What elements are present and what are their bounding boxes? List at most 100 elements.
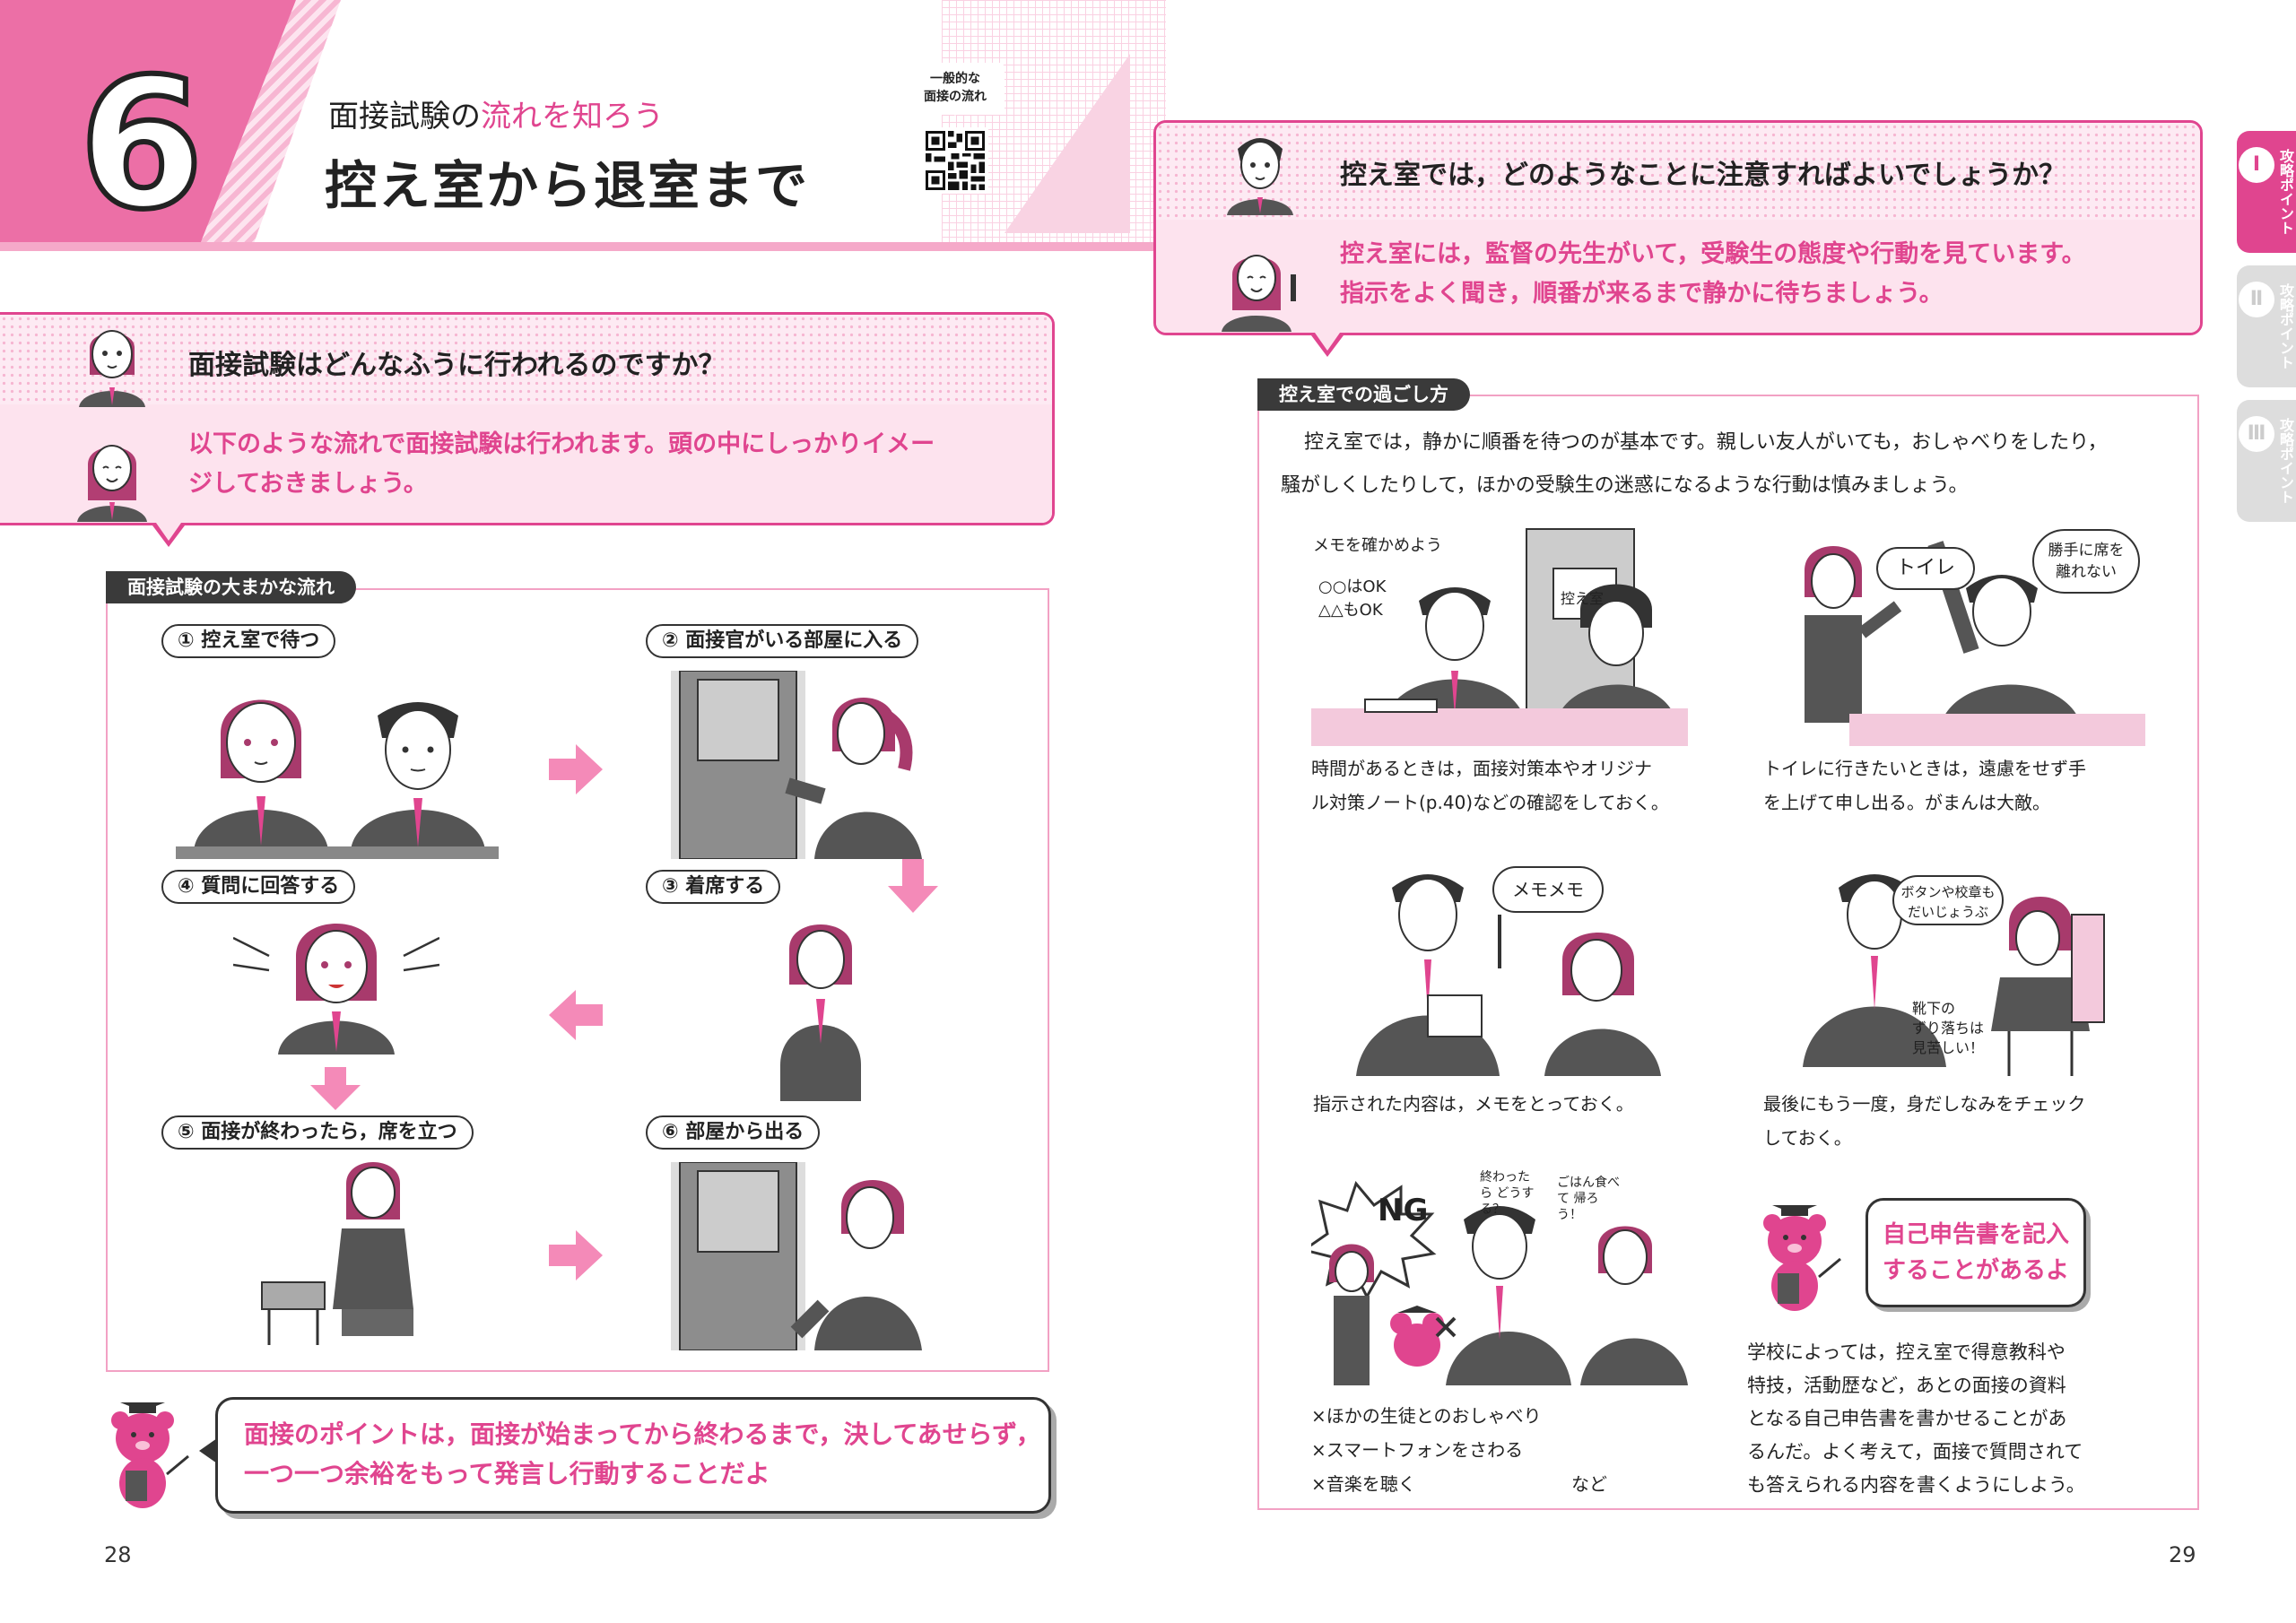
right-answer-row (1156, 220, 2200, 333)
scene2-bubble2: 勝手に席を離れない (2032, 529, 2140, 594)
subtitle-pink: 流れを知ろう (481, 99, 664, 135)
answering-student-illustration (232, 911, 440, 1058)
qr-label-line2: 面接の流れ (924, 90, 987, 104)
scene1-memo1: ○○はOK (1318, 577, 1387, 596)
left-tip-tail (199, 1438, 217, 1463)
student-girl-avatar-icon (72, 314, 152, 411)
tab-point-3-label: 攻略ポイント (2277, 418, 2294, 504)
right-question-text: 控え室では，どのようなことに注意すればよいでしょうか？ (1340, 160, 2066, 191)
scene2-cap1: トイレに行きたいときは，遠慮をせず手 (1763, 758, 2086, 779)
scene1-door-sign: 控え室 (1561, 590, 1605, 607)
page-number-right: 29 (2169, 1542, 2196, 1567)
waiting-intro-line2: 騒がしくしたりして，ほかの受験生の迷惑になるような行動は慎みましょう。 (1281, 474, 1969, 497)
left-answer-line2: ジしておきましょう。 (188, 470, 428, 498)
chapter-number: 6 (76, 40, 206, 249)
tab-point-3-roman: Ⅲ (2239, 416, 2274, 452)
arrow-down-icon (310, 1067, 361, 1114)
left-tip-text: 面接のポイントは，面接が始まってから終わるまで，決してあせらず，一つ一つ余裕をも… (244, 1415, 1041, 1494)
scene2-bubble2-line2: 離れない (2056, 563, 2117, 581)
waiting-intro-line1: 控え室では，静かに順番を待つのが基本です。親しい友人がいても，おしゃべりをしたり… (1304, 431, 2108, 454)
right-answer-line1: 控え室には，監督の先生がいて，受験生の態度や行動を見ています。 (1340, 240, 2086, 268)
arrow-left-icon (549, 990, 603, 1044)
ng-item-music: ×音楽を聴く (1311, 1473, 1416, 1495)
flow-section-label: 面接試験の大まかな流れ (106, 571, 356, 603)
tab-point-1-roman: Ⅰ (2239, 147, 2274, 183)
left-qa-tail (152, 523, 185, 547)
scene4-cap2: しておく。 (1763, 1127, 1852, 1149)
left-answer-line1: 以下のような流れで面接試験は行われます。頭の中にしっかりイメー (188, 430, 935, 458)
note-line-2: 特技，活動歴など，あとの面接の資料 (1747, 1375, 2066, 1396)
tab-point-1-label: 攻略ポイント (2277, 149, 2294, 235)
scene2-caption: トイレに行きたいときは，遠慮をせず手を上げて申し出る。がまんは大敵。 (1763, 751, 2086, 820)
scene1-caption: 時間があるときは，面接対策本やオリジナル対策ノート(p.40)などの確認をしてお… (1311, 751, 1669, 820)
scene5-ng-list: ×ほかの生徒とのおしゃべり ×スマートフォンをさわる ×音楽を聴く (1311, 1399, 1542, 1501)
left-answer-row (0, 404, 1052, 523)
chapter-subtitle: 面接試験の流れを知ろう (328, 91, 664, 135)
note-bubble-line1: 自己申告書を記入 (1882, 1221, 2069, 1248)
scene3-bubble: メモメモ (1492, 866, 1604, 913)
note-line-5: も答えられる内容を書くようにしよう。 (1747, 1474, 2085, 1496)
exit-room-illustration (671, 1161, 940, 1354)
bear-mascot-icon (1745, 1198, 1844, 1318)
left-tip-line2: 一つ一つ余裕をもって発言し行動することだよ (244, 1459, 770, 1488)
scene1-cap2: ル対策ノート(p.40)などの確認をしておく。 (1311, 792, 1669, 813)
note-text: 学校によっては，控え室で得意教科や 特技，活動歴など，あとの面接の資料 となる自… (1747, 1336, 2085, 1502)
left-tip-box (215, 1397, 1051, 1514)
waiting-intro: 控え室では，静かに順番を待つのが基本です。親しい友人がいても，おしゃべりをしたり… (1281, 421, 2187, 508)
chapter-header: 6 面接試験の流れを知ろう 控え室から退室まで 一般的な面接の流れ (0, 0, 1166, 251)
scene4-bubble: ボタンや校章もだいじょうぶ (1892, 875, 2004, 925)
waiting-frame (1257, 395, 2199, 1510)
flow-step-5: ⑤ 面接が終わったら，席を立つ (161, 1115, 474, 1150)
scene4-note: 靴下のずり落ちは見苦しい！ (1912, 999, 1984, 1058)
qr-label: 一般的な面接の流れ (906, 63, 1004, 116)
note-line-1: 学校によっては，控え室で得意教科や (1747, 1341, 2066, 1363)
teacher-woman-avatar-icon (1216, 239, 1306, 335)
flow-step-2: ② 面接官がいる部屋に入る (646, 624, 919, 658)
left-qa-box (0, 312, 1055, 525)
scene-checking-illustration (1803, 861, 2108, 1080)
scene1-memo: ○○はOK △△もOK (1318, 576, 1386, 622)
scene1-bubble: メモを確かめよう (1313, 536, 1442, 555)
scene1-cap1: 時間があるときは，面接対策本やオリジナ (1311, 758, 1652, 779)
note-bubble-line2: することがあるよ (1882, 1257, 2069, 1284)
scene2-bubble2-line1: 勝手に席を (2048, 542, 2125, 560)
subtitle-plain: 面接試験の (328, 99, 481, 135)
left-answer-text: 以下のような流れで面接試験は行われます。頭の中にしっかりイメージしておきましょう… (188, 425, 1040, 504)
qr-code-icon[interactable] (922, 127, 988, 194)
right-answer-text: 控え室には，監督の先生がいて，受験生の態度や行動を見ています。指示をよく聞き，順… (1340, 235, 2192, 314)
note-line-3: となる自己申告書を書かせることがあ (1747, 1408, 2067, 1429)
scene5-ng-label: NG (1378, 1193, 1429, 1228)
arrow-right-icon (549, 744, 603, 798)
scene-memo-illustration (1311, 520, 1688, 750)
scene4-cap1: 最後にもう一度，身だしなみをチェック (1763, 1093, 2086, 1115)
waiting-section-label: 控え室での過ごし方 (1257, 378, 1470, 411)
flow-step-1: ① 控え室で待つ (161, 624, 336, 658)
bear-mascot-icon (93, 1395, 192, 1515)
student-boy-avatar-icon (1220, 122, 1300, 219)
scene4-note-line2: ずり落ちは (1912, 1020, 1985, 1037)
scene4-note-line3: 見苦しい！ (1912, 1039, 1985, 1056)
arrow-right-icon (549, 1230, 603, 1284)
teacher-woman-avatar-icon (72, 429, 152, 525)
chapter-title: 控え室から退室まで (325, 155, 810, 216)
scene2-cap2: を上げて申し出る。がまんは大敵。 (1763, 792, 2050, 813)
note-bubble: 自己申告書を記入することがあるよ (1866, 1198, 2086, 1307)
tab-point-2-label: 攻略ポイント (2277, 283, 2294, 369)
right-question-row (1156, 123, 2200, 220)
seated-student-illustration (771, 913, 870, 1105)
scene2-bubble: トイレ (1876, 547, 1975, 590)
flow-step-6: ⑥ 部屋から出る (646, 1115, 821, 1150)
flow-step-3: ③ 着席する (646, 870, 781, 904)
scene5-etc: など (1571, 1473, 1607, 1495)
scene1-memo2: △△もOK (1318, 601, 1383, 620)
enter-room-illustration (671, 670, 940, 863)
scene-toilet-illustration (1760, 525, 2145, 750)
page-number-left: 28 (104, 1542, 132, 1567)
tab-point-2-roman: Ⅱ (2239, 282, 2274, 317)
flow-step-4: ④ 質問に回答する (161, 870, 356, 904)
scene4-caption: 最後にもう一度，身だしなみをチェックしておく。 (1763, 1087, 2085, 1155)
right-answer-line2: 指示をよく聞き，順番が来るまで静かに待ちましょう。 (1340, 280, 1944, 308)
